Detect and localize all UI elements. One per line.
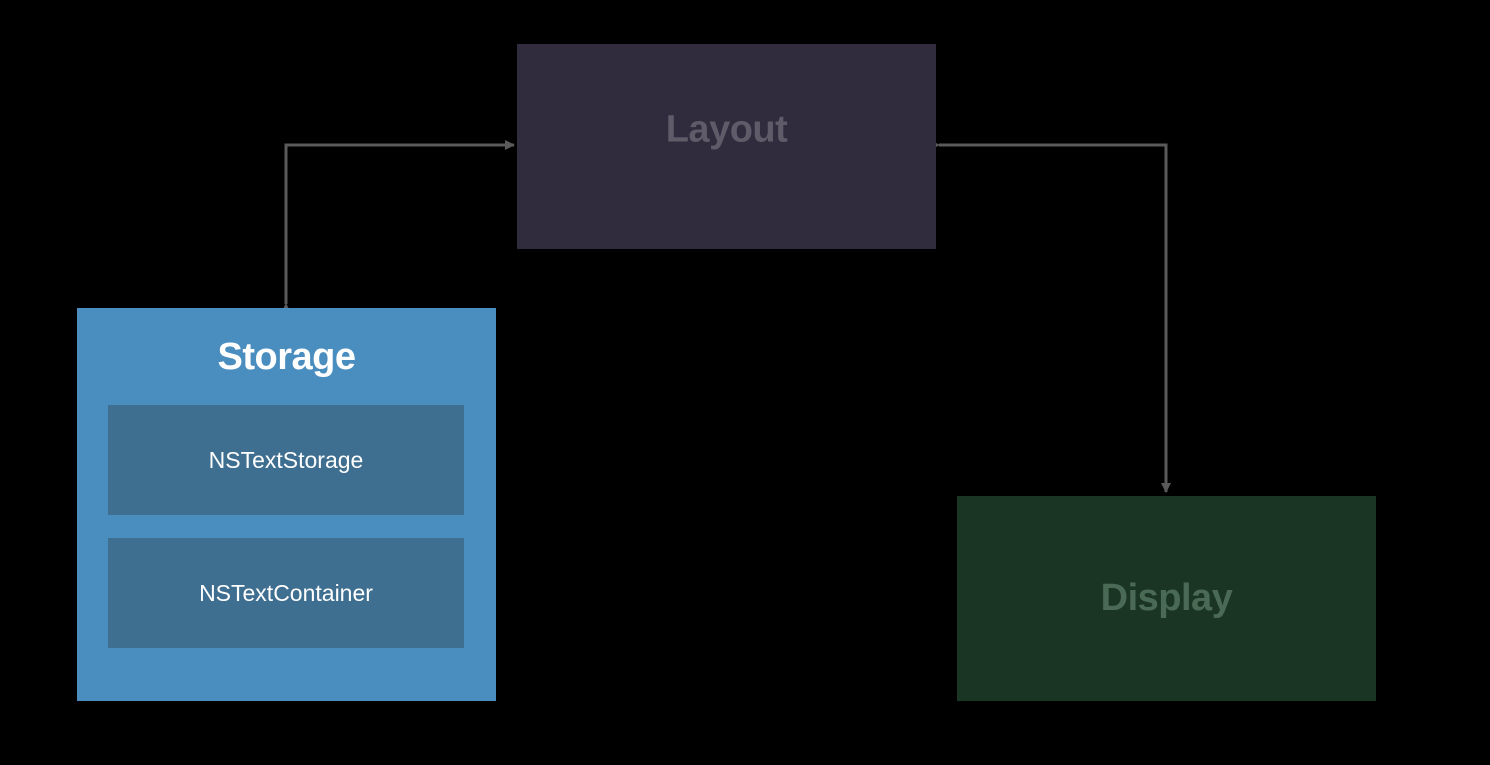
layout-box: Layout (517, 44, 936, 249)
storage-layout-connector (281, 140, 515, 313)
layout-label: Layout (665, 108, 788, 151)
nstextcontainer-box: NSTextContainer (108, 538, 464, 648)
nstextstorage-box: NSTextStorage (108, 405, 464, 515)
nstextcontainer-label: NSTextContainer (199, 579, 373, 606)
display-box: Display (957, 496, 1376, 701)
nstextstorage-label: NSTextStorage (208, 446, 364, 473)
storage-label: Storage (217, 336, 356, 378)
display-label: Display (1100, 577, 1233, 619)
layout-display-connector (930, 140, 1171, 493)
storage-box: Storage NSTextStorage NSTextContainer (77, 308, 496, 701)
